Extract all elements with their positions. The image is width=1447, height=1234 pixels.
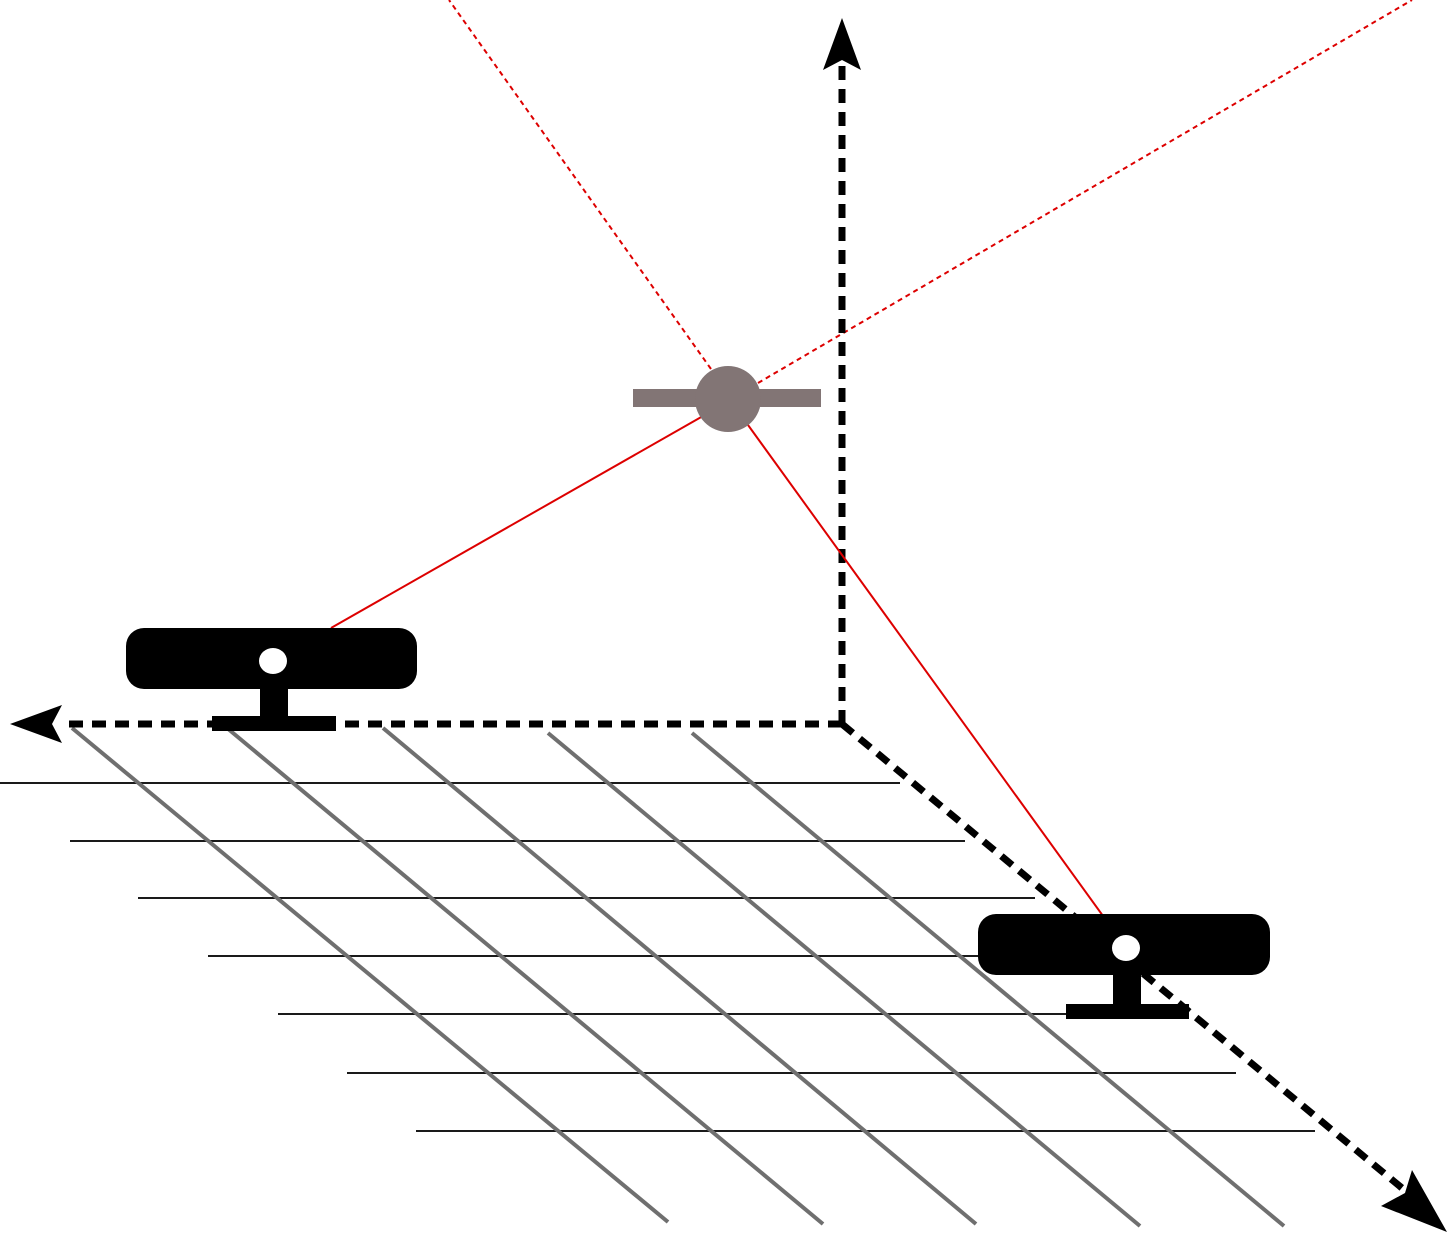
ray-left xyxy=(330,415,704,629)
axis-arrowheads xyxy=(10,18,1447,1232)
floor-grid-diagonal-lines xyxy=(70,726,1286,1228)
camera-right-stand xyxy=(1113,972,1141,1006)
ray-extensions xyxy=(448,0,1413,384)
tracked-target-body xyxy=(695,366,761,432)
camera-left xyxy=(126,628,417,731)
floor-grid xyxy=(0,726,1315,1228)
axis-z-arrowhead-icon xyxy=(1381,1170,1447,1232)
floor-grid-diag-line xyxy=(690,731,1286,1228)
ray-right-extension xyxy=(757,0,1413,384)
floor-grid-diag-line xyxy=(70,726,670,1224)
camera-left-base xyxy=(212,716,336,731)
floor-grid-diag-line xyxy=(225,726,825,1226)
camera-right-lens-icon xyxy=(1112,935,1140,961)
ray-left-extension xyxy=(448,0,712,370)
floor-grid-diag-line xyxy=(546,731,1142,1228)
camera-right-base xyxy=(1066,1004,1189,1019)
camera-left-stand xyxy=(260,686,288,718)
rays xyxy=(330,415,1125,946)
axis-x-arrowhead-icon xyxy=(10,705,62,743)
tracked-target xyxy=(633,366,821,432)
camera-right xyxy=(978,914,1270,1019)
floor-grid-diag-line xyxy=(381,726,978,1226)
axis-y-arrowhead-icon xyxy=(823,18,861,70)
camera-left-lens-icon xyxy=(259,648,287,674)
ray-right xyxy=(747,424,1125,946)
